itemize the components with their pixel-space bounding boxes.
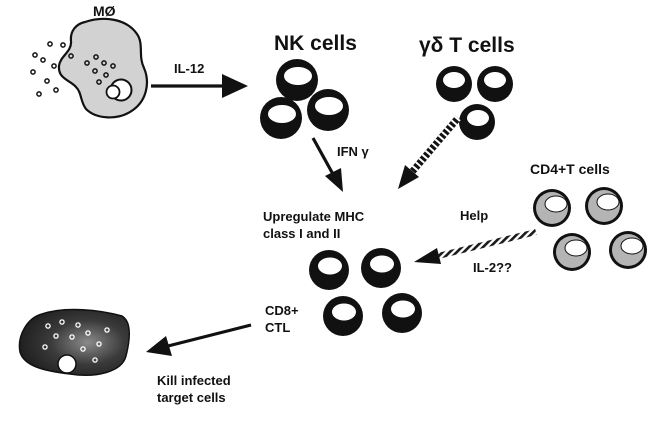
cd8-ctl-cell	[361, 248, 401, 288]
cd4-t-cells-label: CD4+T cells	[530, 161, 610, 177]
kill-arrow	[146, 323, 252, 356]
upregulate-mhc-label: Upregulate MHC	[263, 209, 365, 224]
gd-t-cell-arrow	[398, 115, 461, 189]
gd-t-cell	[459, 104, 495, 140]
target-cells-label: target cells	[157, 390, 226, 405]
secreted-particles	[30, 41, 74, 97]
cd4-t-cell	[585, 187, 623, 225]
kill-infected-label: Kill infected	[157, 373, 231, 388]
gd-t-cells-label: γδ T cells	[419, 34, 515, 57]
ifn-gamma-label: IFN γ	[337, 144, 369, 159]
infected-target-cell	[18, 308, 130, 376]
il2-label: IL-2??	[473, 260, 512, 275]
cd8-ctl-cell	[323, 296, 363, 336]
il12-label: IL-12	[174, 61, 205, 76]
macrophage-cell	[57, 17, 148, 119]
cd8-ctl-cell	[309, 250, 349, 290]
ifn-gamma-arrow	[311, 137, 343, 192]
mhc-class-label: class I and II	[263, 226, 341, 241]
cd4-t-cell	[609, 231, 647, 269]
cd4-t-cell	[533, 189, 571, 227]
ctl-label: CTL	[265, 320, 291, 335]
cd4-t-cell	[553, 233, 591, 271]
nk-cell	[307, 89, 349, 131]
il12-arrow	[151, 74, 248, 98]
cd8-ctl-cell	[382, 293, 422, 333]
cd8-label: CD8+	[265, 303, 299, 318]
help-label: Help	[460, 208, 489, 223]
cd4-help-arrow	[414, 229, 537, 264]
macrophage-label: MØ	[93, 3, 116, 19]
nk-cell	[276, 59, 318, 101]
nk-cells-label: NK cells	[274, 32, 357, 55]
gd-t-cell	[436, 66, 472, 102]
nk-cell	[260, 97, 302, 139]
gd-t-cell	[477, 66, 513, 102]
